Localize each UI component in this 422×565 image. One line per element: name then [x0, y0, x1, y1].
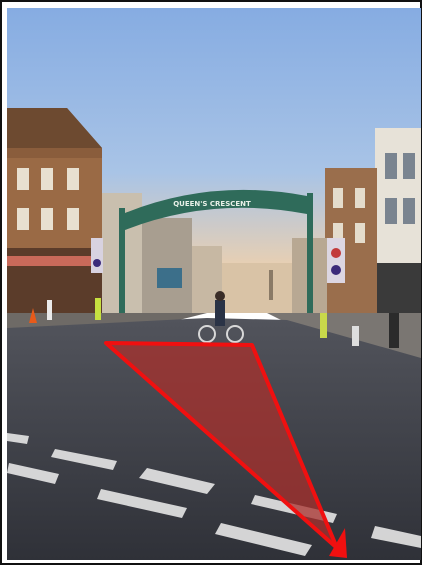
arch-sign-text: QUEEN'S CRESCENT	[173, 200, 251, 208]
bin	[352, 326, 359, 346]
cyclist	[198, 291, 244, 343]
queens-crescent-arch: QUEEN'S CRESCENT	[119, 189, 313, 318]
street-sign-right	[327, 238, 345, 283]
street-sign-left	[91, 238, 103, 273]
street-scene: QUEEN'S CRESCENT	[7, 8, 421, 560]
pedestrian-left	[95, 298, 101, 320]
pedestrian-right	[389, 313, 399, 348]
traffic-cone	[29, 308, 37, 323]
street-photo: QUEEN'S CRESCENT	[7, 8, 421, 560]
bollard-right	[320, 313, 327, 338]
bollard	[47, 300, 52, 320]
annotation-triangle	[104, 341, 339, 550]
annotation-arrowhead	[329, 528, 347, 558]
left-buildings	[7, 108, 222, 313]
